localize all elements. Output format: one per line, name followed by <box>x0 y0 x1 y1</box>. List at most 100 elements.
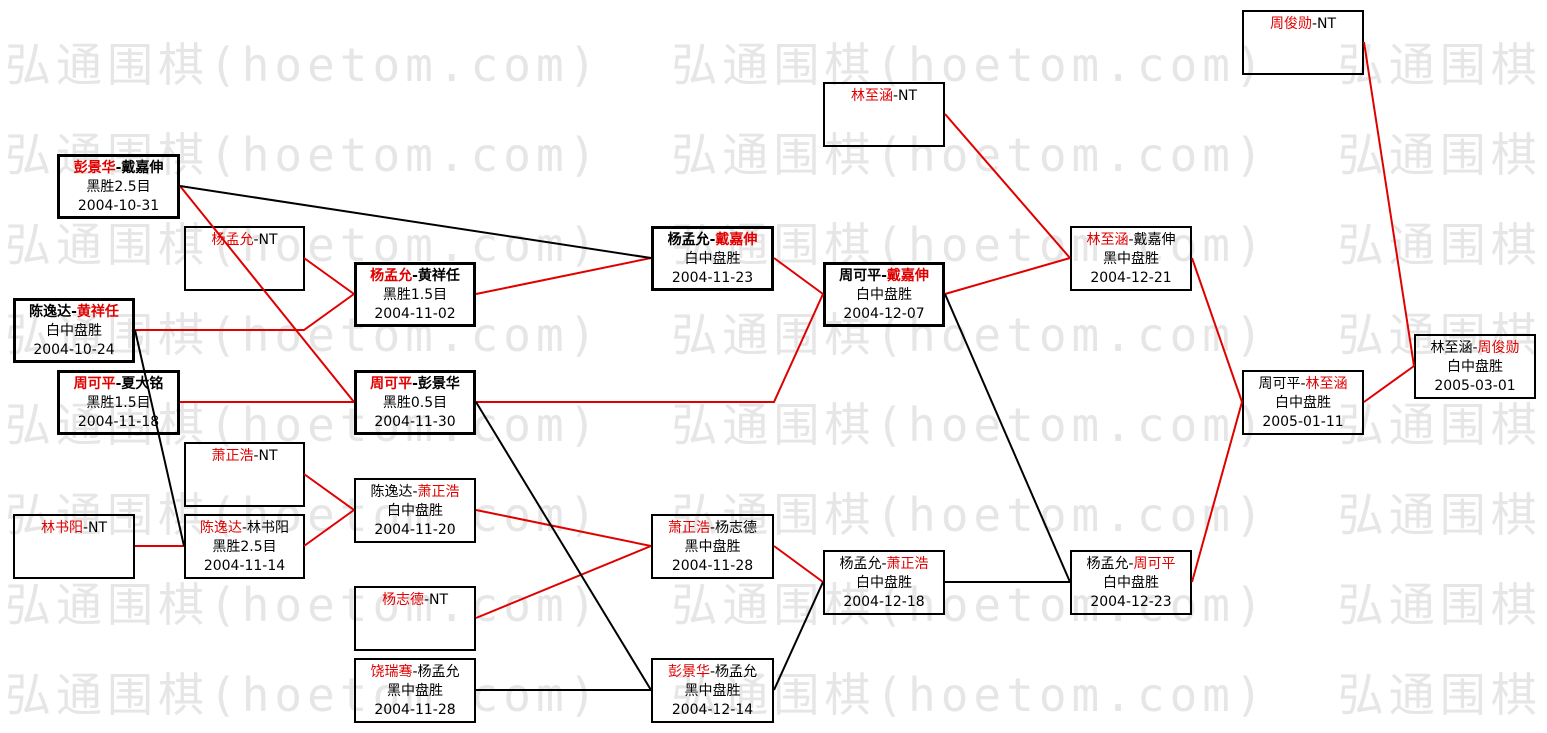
player-2: NT <box>898 88 918 104</box>
separator: - <box>412 484 418 500</box>
watermark-text: 弘通围棋(hoetom.com) <box>1337 668 1547 722</box>
match-box: 陈逸达-萧正浩 白中盘胜 2004-11-20 <box>354 478 476 543</box>
watermark-text: 弘通围棋(hoetom.com) <box>1337 38 1547 92</box>
player-2: NT <box>1317 16 1337 32</box>
match-players: 杨孟允-周可平 <box>1072 555 1190 574</box>
match-result: 黑胜1.5目 <box>382 287 448 303</box>
watermark-text: 弘通围棋(hoetom.com) <box>5 38 602 92</box>
match-result: 黑胜0.5目 <box>382 395 448 411</box>
match-box: 陈逸达-黄祥任 白中盘胜 2004-10-24 <box>13 298 135 363</box>
watermark-text: 弘通围棋(hoetom.com) <box>1337 398 1547 452</box>
match-players: 陈逸达-林书阳 <box>186 519 303 538</box>
separator: - <box>423 592 430 608</box>
match-result: 白中盘胜 <box>1275 395 1331 411</box>
player-1: 饶瑞骞 <box>370 664 413 680</box>
match-result: 黑胜1.5目 <box>86 395 151 411</box>
final-match-box: 林至涵-周俊勋 白中盘胜 2005-03-01 <box>1414 334 1536 399</box>
match-result: 白中盘胜 <box>856 287 912 303</box>
player-1: 林至涵 <box>1086 232 1129 248</box>
separator: - <box>1128 232 1134 248</box>
player-1: 陈逸达 <box>199 520 242 536</box>
match-date: 2004-11-18 <box>77 414 160 430</box>
player-1: 杨孟允 <box>370 268 413 284</box>
match-date: 2004-11-14 <box>203 558 286 574</box>
match-box: 杨孟允-萧正浩 白中盘胜 2004-12-18 <box>823 550 945 615</box>
watermark-row: 弘通围棋(hoetom.com)弘通围棋(hoetom.com)弘通围棋(hoe… <box>5 127 1547 183</box>
match-date: 2005-01-11 <box>1262 414 1344 430</box>
player-2: NT <box>429 592 449 608</box>
match-players: 彭景华-杨孟允 <box>653 663 772 682</box>
match-result: 白中盘胜 <box>1103 575 1159 591</box>
player-1: 彭景华 <box>73 160 116 176</box>
match-players: 杨志德-NT <box>356 591 474 610</box>
match-date: 2004-11-28 <box>374 702 456 718</box>
player-1: 陈逸达 <box>29 304 72 320</box>
match-players: 林至涵-戴嘉伸 <box>1072 231 1190 250</box>
player-2: 林至涵 <box>1305 376 1348 392</box>
match-box: 杨孟允-戴嘉伸 白中盘胜 2004-11-23 <box>651 226 774 291</box>
player-1: 陈逸达 <box>370 484 413 500</box>
player-1: 杨志德 <box>381 592 424 608</box>
match-players: 杨孟允-NT <box>186 231 303 250</box>
bye-box: 萧正浩-NT <box>184 442 305 507</box>
match-players: 周可平-彭景华 <box>357 375 473 394</box>
match-players: 林书阳-NT <box>15 519 133 538</box>
player-1: 杨孟允 <box>667 232 710 248</box>
separator: - <box>115 160 122 176</box>
player-1: 彭景华 <box>667 664 710 680</box>
separator: - <box>709 664 716 680</box>
match-box: 周可平-彭景华 黑胜0.5目 2004-11-30 <box>354 370 476 435</box>
separator: - <box>1128 556 1134 572</box>
player-1: 杨孟允 <box>1086 556 1129 572</box>
player-2: 戴嘉伸 <box>886 268 929 284</box>
match-date: 2004-12-14 <box>671 702 754 718</box>
player-1: 周可平 <box>73 376 116 392</box>
separator: - <box>412 376 418 392</box>
watermark-text: 弘通围棋(hoetom.com) <box>1337 488 1547 542</box>
player-1: 杨孟允 <box>839 556 882 572</box>
watermark-text: 弘通围棋(hoetom.com) <box>671 38 1268 92</box>
match-players: 萧正浩-杨志德 <box>653 519 772 538</box>
player-1: 周可平 <box>839 268 882 284</box>
match-date: 2004-11-02 <box>374 306 456 322</box>
match-result: 黑中盘胜 <box>387 683 443 699</box>
match-box: 彭景华-杨孟允 黑中盘胜 2004-12-14 <box>651 658 774 723</box>
separator: - <box>881 556 887 572</box>
separator: - <box>82 520 89 536</box>
watermark-text: 弘通围棋(hoetom.com) <box>671 308 1268 362</box>
watermark-text: 弘通围棋(hoetom.com) <box>1337 218 1547 272</box>
player-2: NT <box>258 448 278 464</box>
match-date: 2004-12-07 <box>843 306 925 322</box>
separator: - <box>709 232 716 248</box>
bye-box: 杨志德-NT <box>354 586 476 651</box>
player-1: 萧正浩 <box>667 520 710 536</box>
match-date: 2004-10-31 <box>77 198 160 214</box>
match-date: 2004-11-30 <box>374 414 456 430</box>
separator: - <box>1311 16 1318 32</box>
match-players: 林至涵-周俊勋 <box>1416 339 1534 358</box>
match-result: 黑中盘胜 <box>684 683 741 699</box>
player-2: NT <box>258 232 278 248</box>
match-box: 周可平-林至涵 白中盘胜 2005-01-11 <box>1242 370 1364 435</box>
match-box: 萧正浩-杨志德 黑中盘胜 2004-11-28 <box>651 514 774 579</box>
match-box: 杨孟允-周可平 白中盘胜 2004-12-23 <box>1070 550 1192 615</box>
match-date: 2004-11-20 <box>374 522 456 538</box>
player-2: 杨孟允 <box>715 664 758 680</box>
separator: - <box>412 268 418 284</box>
player-2: 萧正浩 <box>417 484 460 500</box>
match-result: 白中盘胜 <box>46 323 102 339</box>
separator: - <box>881 268 887 284</box>
player-1: 林至涵 <box>1430 340 1473 356</box>
separator: - <box>709 520 716 536</box>
player-2: 戴嘉伸 <box>715 232 758 248</box>
watermark-row: 弘通围棋(hoetom.com)弘通围棋(hoetom.com)弘通围棋(hoe… <box>5 667 1547 723</box>
player-2: 戴嘉伸 <box>121 160 164 176</box>
match-players: 周可平-戴嘉伸 <box>826 267 942 286</box>
match-result: 黑胜2.5目 <box>212 539 277 555</box>
match-box: 周可平-夏大铭 黑胜1.5目 2004-11-18 <box>57 370 180 435</box>
match-players: 杨孟允-戴嘉伸 <box>654 231 771 250</box>
match-result: 白中盘胜 <box>387 503 443 519</box>
match-date: 2004-12-23 <box>1090 594 1172 610</box>
watermark-text: 弘通围棋(hoetom.com) <box>1337 128 1547 182</box>
